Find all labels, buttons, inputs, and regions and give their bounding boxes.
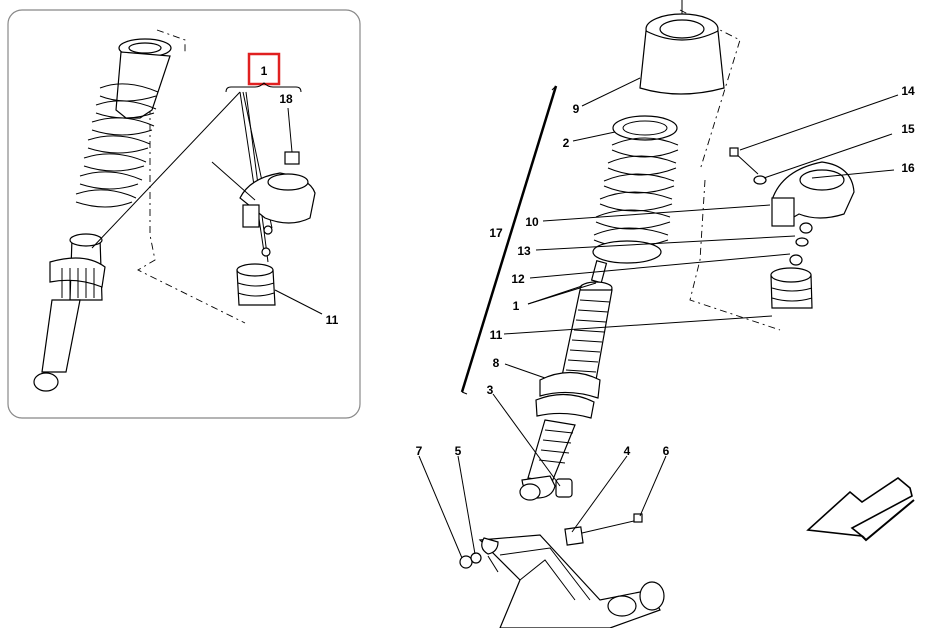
label-14: 14 (901, 84, 915, 98)
top-mount (729, 147, 855, 247)
leader-lines (418, 77, 899, 559)
shock-absorber-body (519, 260, 613, 501)
inset-top-mount (211, 151, 316, 257)
label-1: 1 (513, 299, 520, 313)
lower-arm (459, 513, 665, 628)
part-labels: 9 2 17 10 13 12 1 11 8 3 7 5 4 6 14 15 1… (416, 84, 915, 458)
inset-label-18: 18 (279, 92, 293, 106)
label-4: 4 (624, 444, 631, 458)
label-5: 5 (455, 444, 462, 458)
inset-shock-absorber (33, 38, 172, 392)
label-8: 8 (493, 356, 500, 370)
highlight-box (247, 52, 281, 86)
label-7: 7 (416, 444, 423, 458)
label-2: 2 (563, 136, 570, 150)
label-6: 6 (663, 444, 670, 458)
label-16: 16 (901, 161, 915, 175)
label-17: 17 (489, 226, 503, 240)
inset-panel: 1 18 11 (7, 9, 361, 419)
main-diagram: 9 2 17 10 13 12 1 11 8 3 7 5 4 6 14 15 1… (416, 0, 915, 628)
label-13: 13 (517, 244, 531, 258)
inset-bump-stop (236, 263, 276, 306)
label-10: 10 (525, 215, 539, 229)
bracket-17 (460, 85, 558, 393)
dust-cover (639, 0, 725, 95)
label-3: 3 (487, 383, 494, 397)
label-9: 9 (573, 102, 580, 116)
inset-label-11: 11 (326, 313, 339, 327)
label-15: 15 (901, 122, 915, 136)
label-12: 12 (511, 272, 525, 286)
bump-stop (770, 254, 813, 309)
coil-spring (592, 115, 679, 264)
label-11: 11 (490, 328, 503, 342)
inset-label-1: 1 (261, 64, 268, 78)
direction-arrow (806, 477, 915, 542)
